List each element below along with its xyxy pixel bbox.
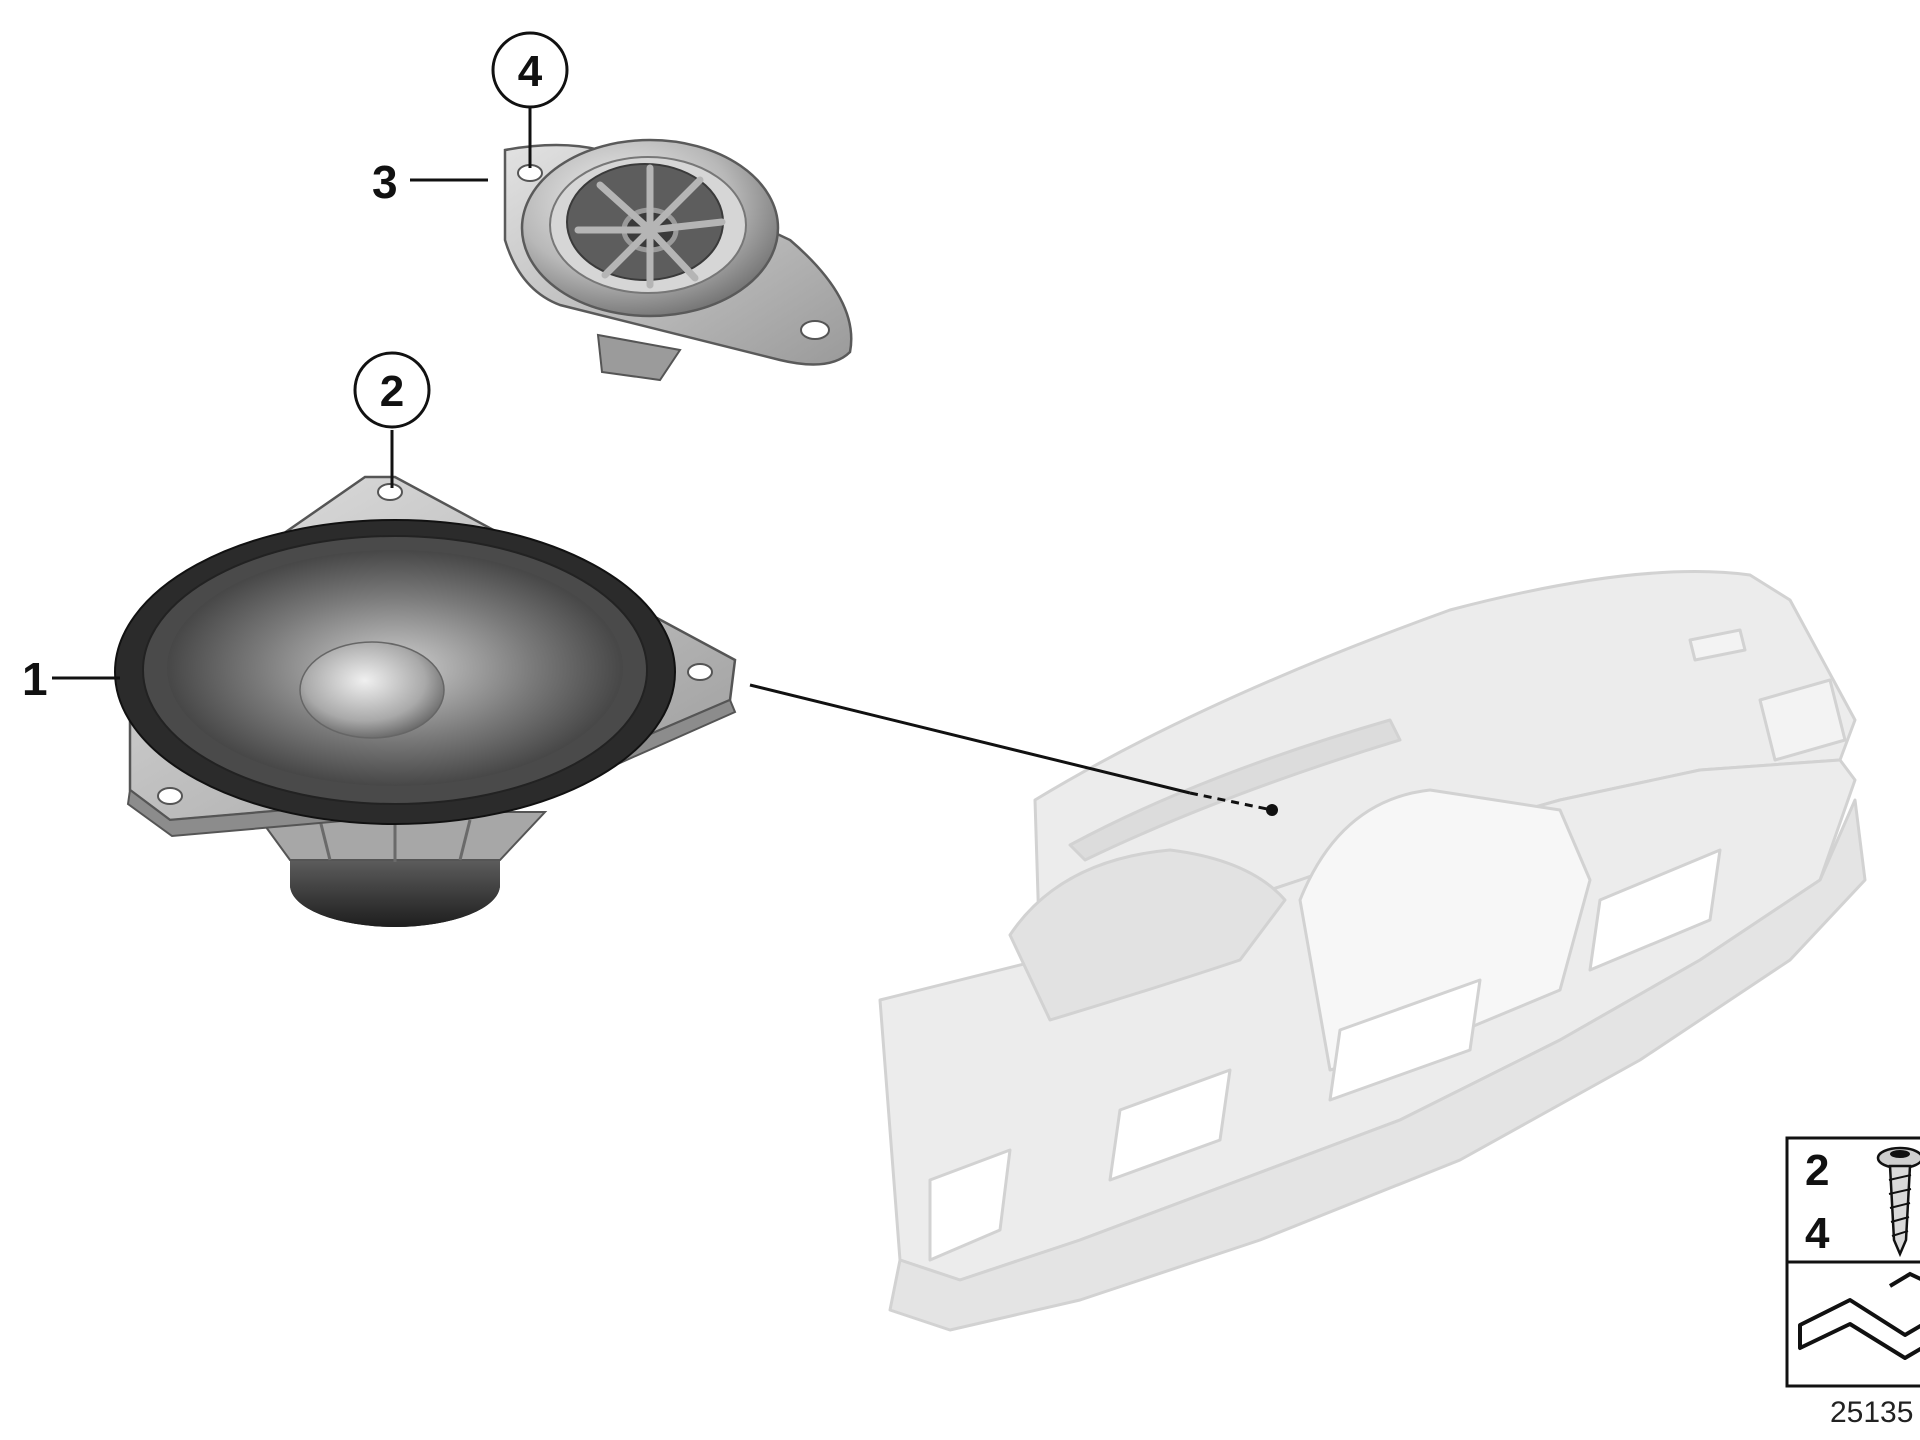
dashboard-top (1033, 570, 1857, 962)
callout-circle-2: 2 (353, 351, 431, 429)
dashboard-center-opening (1298, 788, 1592, 1072)
speaker-dust-cap (299, 641, 445, 739)
dashboard-corner-vent (1688, 628, 1747, 662)
leader-to-dashboard (749, 683, 1191, 795)
callout-part-3: 3 (372, 156, 398, 208)
dashboard-panel (878, 570, 1867, 1332)
angled-bracket-icon (1798, 1271, 1920, 1360)
dashboard-lower-frame (888, 798, 1867, 1332)
legend-box: 2 4 (1785, 1136, 1920, 1388)
dashboard-cluster-hood (1008, 848, 1287, 1022)
tweeter-grille-spokes (574, 164, 726, 289)
dashboard-frame-gap-3 (1328, 978, 1482, 1102)
dashboard-frame-gap-1 (928, 1148, 1012, 1262)
legend-num-top: 2 (1805, 1146, 1829, 1195)
dashboard-frame-gap-4 (1588, 848, 1722, 972)
legend-num-bottom: 4 (1805, 1209, 1830, 1258)
callout-part-1: 1 (22, 653, 48, 705)
callout-part-4: 4 (518, 47, 543, 96)
speaker-hole-top (377, 483, 403, 501)
dashboard-frame-gap-2 (1108, 1068, 1232, 1182)
diagram-id: 25135 (1830, 1396, 1913, 1429)
dashboard-side-vent (1758, 678, 1847, 762)
callout-part-2: 2 (380, 367, 404, 416)
dashboard-vent-strip (1068, 718, 1402, 862)
tweeter-speaker (503, 138, 853, 382)
leader-lines (52, 104, 1273, 812)
speaker-magnet (290, 845, 500, 927)
speaker-hole-left (157, 787, 183, 805)
speaker-hole-right (687, 663, 713, 681)
tweeter-housing-base (596, 333, 682, 382)
midrange-speaker (114, 475, 737, 927)
callout-circle-4: 4 (491, 31, 569, 109)
screw-icon (1876, 1146, 1920, 1258)
dashboard-mount-point (1266, 804, 1278, 816)
speaker-basket-ribs (318, 819, 472, 862)
tweeter-hole-bottom (800, 320, 830, 340)
